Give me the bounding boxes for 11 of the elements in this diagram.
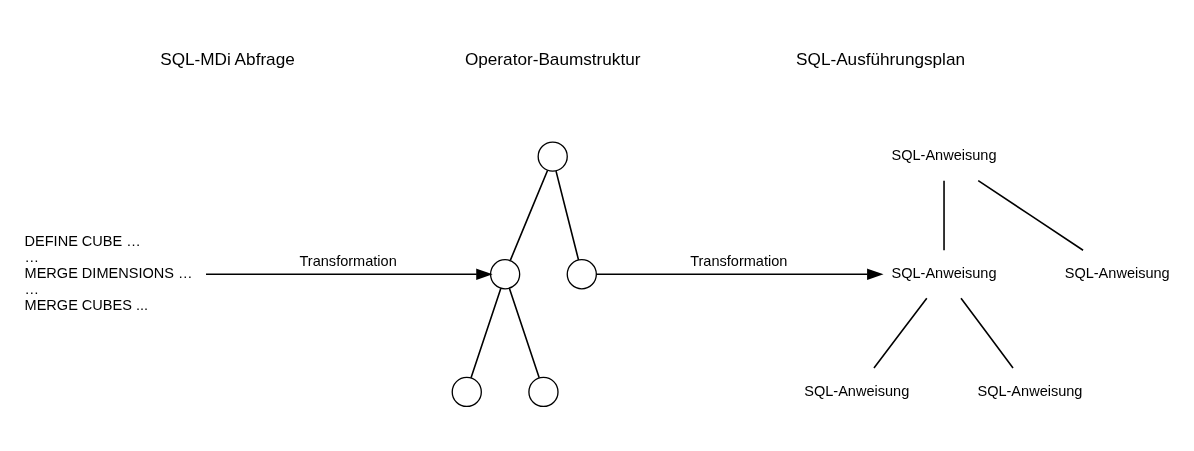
edge-label: Transformation: [299, 252, 397, 269]
node-text: SQL-Anweisung: [977, 382, 1083, 399]
node-text: SQL-Anweisung: [1064, 264, 1170, 281]
node-text: SQL-Anweisung: [891, 146, 997, 163]
node-text: SQL-Anweisung: [804, 382, 910, 399]
node-text: DEFINE CUBE … … MERGE DIMENSIONS … … MERGE CUBES ...: [24, 232, 193, 313]
label: Operator-Baumstruktur: [464, 48, 641, 69]
edge-label: Transformation: [690, 252, 788, 269]
node-text: SQL-Anweisung: [891, 264, 997, 281]
label: SQL-Ausführungsplan: [796, 48, 966, 69]
label: SQL-MDi Abfrage: [160, 48, 295, 69]
